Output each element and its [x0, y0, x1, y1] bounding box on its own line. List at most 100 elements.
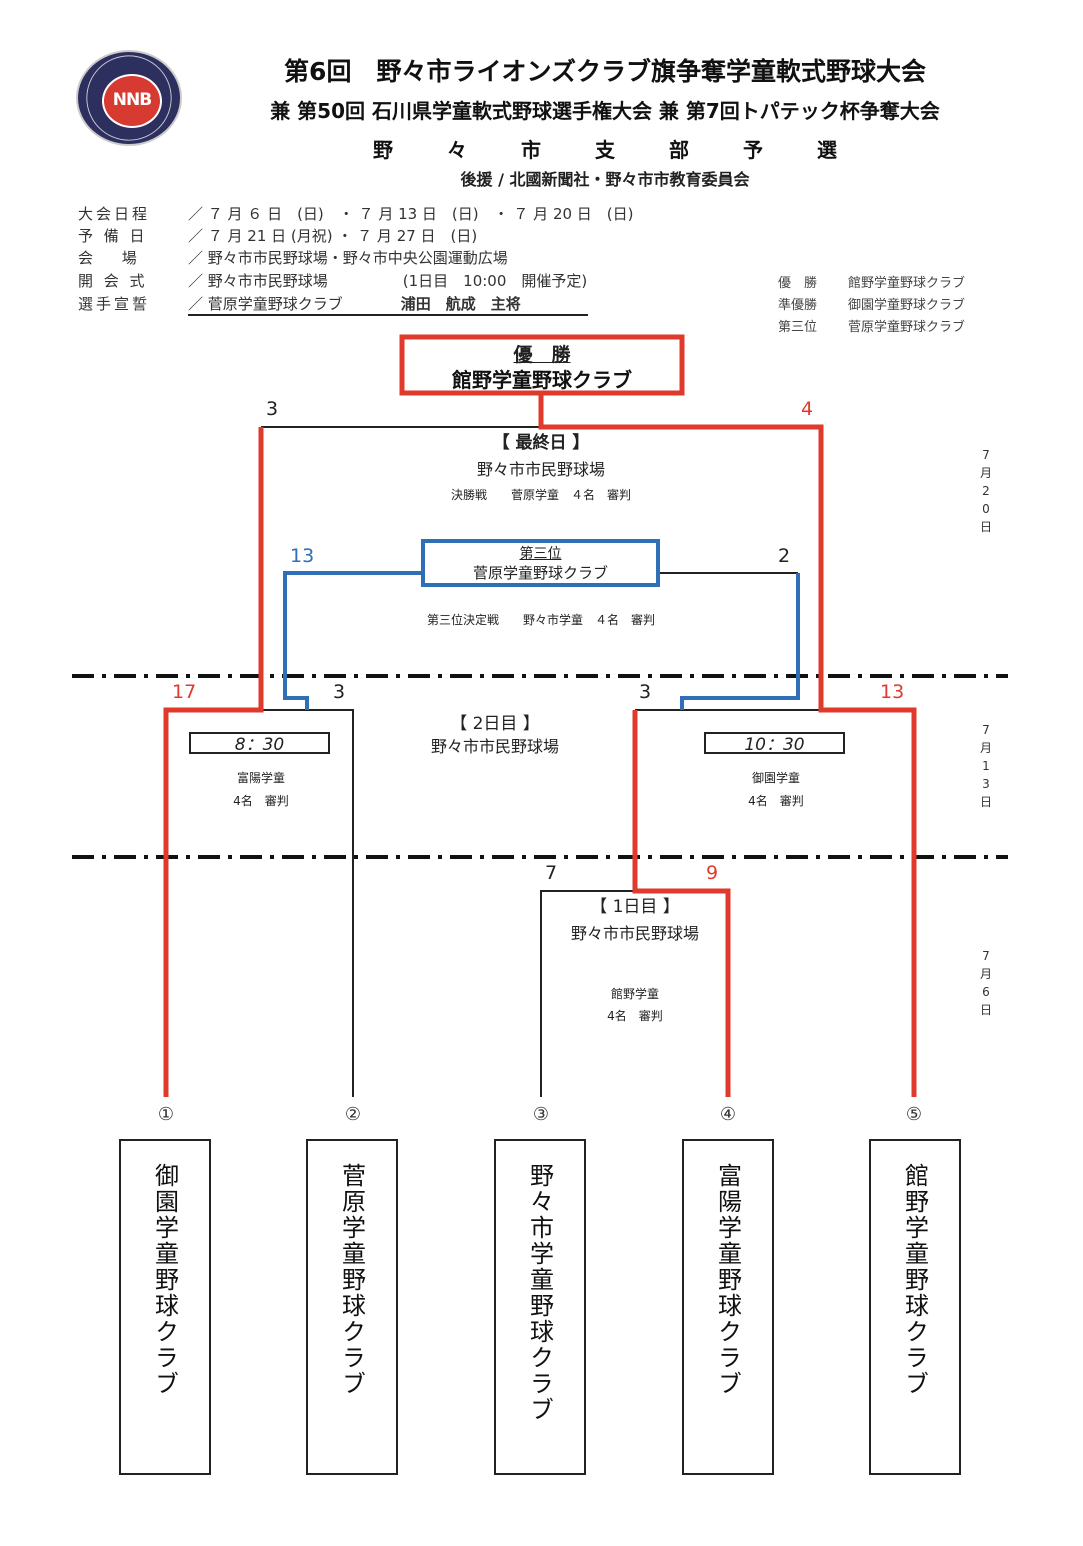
logo-emblem: NNB	[102, 74, 162, 128]
team-box-4: 富陽学童野球クラブ	[682, 1139, 774, 1475]
team-name: 富陽学童野球クラブ	[713, 1163, 742, 1397]
info-opening: 開 会 式／ 野々市市民野球場 (1日目 10:00 開催予定)	[78, 270, 587, 291]
team-box-2: 菅原学童野球クラブ	[306, 1139, 398, 1475]
date-char: 7	[982, 448, 990, 462]
team-box-5: 館野学童野球クラブ	[869, 1139, 961, 1475]
association-logo: NNB	[76, 50, 182, 146]
date-char: 日	[979, 795, 992, 809]
date-char: 月	[979, 741, 992, 755]
team-name: 菅原学童野球クラブ	[337, 1163, 366, 1397]
final-day-venue: 野々市市民野球場	[476, 460, 605, 479]
final-day-date: 7 月 2 0 日	[976, 446, 996, 536]
score-third-left: 13	[290, 545, 315, 567]
team-name: 御園学童野球クラブ	[150, 1163, 179, 1397]
date-char: 0	[982, 502, 990, 516]
score-r1-right: 9	[706, 862, 719, 884]
seed-5: ⑤	[905, 1104, 923, 1125]
score-final-left: 3	[266, 398, 279, 420]
sf1-right-line	[261, 709, 354, 1097]
day1-date: 7 月 6 日	[976, 947, 996, 1019]
info-reserve: 予 備 日 ／ ７ 月 21 日 (月祝) ・ ７ 月 27 日 (日)	[78, 225, 477, 246]
third-box-border	[421, 539, 660, 587]
date-char: 2	[982, 484, 990, 498]
info-venue: 会 場 ／ 野々市市民野球場・野々市中央公園運動広場	[78, 247, 508, 268]
team-name: 館野学童野球クラブ	[900, 1163, 929, 1397]
title-char: 野	[373, 138, 393, 162]
info-value: ／ ７ 月 ６ 日 (日) ・ ７ 月 13 日 (日) ・ ７ 月 20 日 …	[188, 205, 634, 223]
title-char: 選	[817, 138, 837, 162]
score-sf2-right: 13	[880, 681, 905, 703]
result-runner-up: 準優勝 御園学童野球クラブ	[778, 294, 965, 313]
info-schedule: 大会日程 ／ ７ 月 ６ 日 (日) ・ ７ 月 13 日 (日) ・ ７ 月 2…	[78, 203, 634, 224]
date-char: 日	[979, 1003, 992, 1017]
info-label: 会 場	[78, 249, 140, 267]
date-char: 7	[982, 949, 990, 963]
title-char: 予	[743, 138, 763, 162]
result-label: 準優勝	[778, 298, 818, 313]
champion-path	[538, 393, 917, 1097]
date-char: 3	[982, 777, 990, 791]
team-box-1: 御園学童野球クラブ	[119, 1139, 211, 1475]
title-char: 々	[447, 138, 467, 162]
final-umpire-note: 決勝戦 菅原学童 ４名 審判	[450, 488, 631, 502]
runnerup-path	[163, 427, 264, 1097]
r1-umpire-count: 4名 審判	[607, 1009, 663, 1023]
date-char: 7	[982, 723, 990, 737]
sf1-time: 8：30	[189, 732, 330, 755]
day2-date: 7 月 1 3 日	[976, 721, 996, 811]
title-char: 市	[521, 138, 541, 162]
logo-text: NNB	[112, 90, 152, 110]
result-champion: 優 勝館野学童野球クラブ	[778, 272, 965, 291]
day1-venue: 野々市市民野球場	[570, 924, 699, 943]
score-sf2-left: 3	[639, 681, 652, 703]
title-char: 支	[595, 138, 615, 162]
sf1-umpire-count: 4名 審判	[233, 794, 289, 808]
date-char: 月	[979, 466, 992, 480]
result-team: 御園学童野球クラブ	[848, 298, 966, 313]
champion-box-label: 優 勝	[513, 344, 571, 366]
score-sf1-left: 17	[172, 681, 197, 703]
info-value: ／ ７ 月 21 日 (月祝) ・ ７ 月 27 日 (日)	[188, 227, 478, 245]
info-value: ／ 野々市市民野球場 (1日目 10:00 開催予定)	[188, 272, 588, 290]
sf1-umpire-team: 富陽学童	[236, 771, 285, 785]
day1-title: 【 1日目 】	[590, 897, 680, 917]
third-box-team: 菅原学童野球クラブ	[472, 564, 608, 582]
title-line-3: 野々市支部予選	[190, 134, 1020, 163]
sf2-umpire-team: 御園学童	[751, 771, 800, 785]
title-line-1: 第6回 野々市ライオンズクラブ旗争奪学童軟式野球大会	[284, 57, 926, 86]
info-label: 予 備 日	[78, 227, 148, 245]
date-char: 6	[982, 985, 990, 999]
date-char: 1	[982, 759, 990, 773]
seed-1: ①	[157, 1104, 175, 1125]
info-label: 大会日程	[78, 205, 151, 223]
score-r1-left: 7	[545, 862, 558, 884]
logo-ring	[86, 55, 172, 141]
score-final-right: 4	[801, 398, 814, 420]
title-line-2: 兼 第50回 石川県学童軟式野球選手権大会 兼 第7回トパテック杯争奪大会	[270, 99, 940, 123]
final-day-title: 【 最終日 】	[492, 433, 590, 453]
info-value: ／ 野々市市民野球場・野々市中央公園運動広場	[188, 249, 508, 267]
seed-3: ③	[532, 1104, 550, 1125]
seed-2: ②	[344, 1104, 362, 1125]
oath-underline	[188, 314, 588, 316]
date-char: 日	[979, 520, 992, 534]
info-value: ／ 菅原学童野球クラブ	[188, 295, 343, 313]
sf2-umpire-count: 4名 審判	[748, 794, 804, 808]
result-third: 第三位菅原学童野球クラブ	[778, 316, 965, 335]
date-char: 月	[979, 967, 992, 981]
score-third-right: 2	[778, 545, 791, 567]
third-right-path	[680, 573, 800, 710]
day2-title: 【 2日目 】	[450, 714, 540, 734]
result-team: 菅原学童野球クラブ	[848, 320, 966, 335]
oath-speaker: 浦田 航成 主将	[400, 295, 521, 313]
seed-4: ④	[719, 1104, 737, 1125]
day2-venue: 野々市市民野球場	[430, 737, 559, 756]
result-label: 優 勝	[778, 276, 818, 291]
info-oath: 選手宣誓／ 菅原学童野球クラブ浦田 航成 主将	[78, 293, 521, 314]
title-char: 部	[669, 138, 689, 162]
r1-umpire-team: 館野学童	[610, 987, 659, 1001]
team-box-3: 野々市学童野球クラブ	[494, 1139, 586, 1475]
third-left-path	[283, 571, 423, 710]
score-sf1-right: 3	[333, 681, 346, 703]
